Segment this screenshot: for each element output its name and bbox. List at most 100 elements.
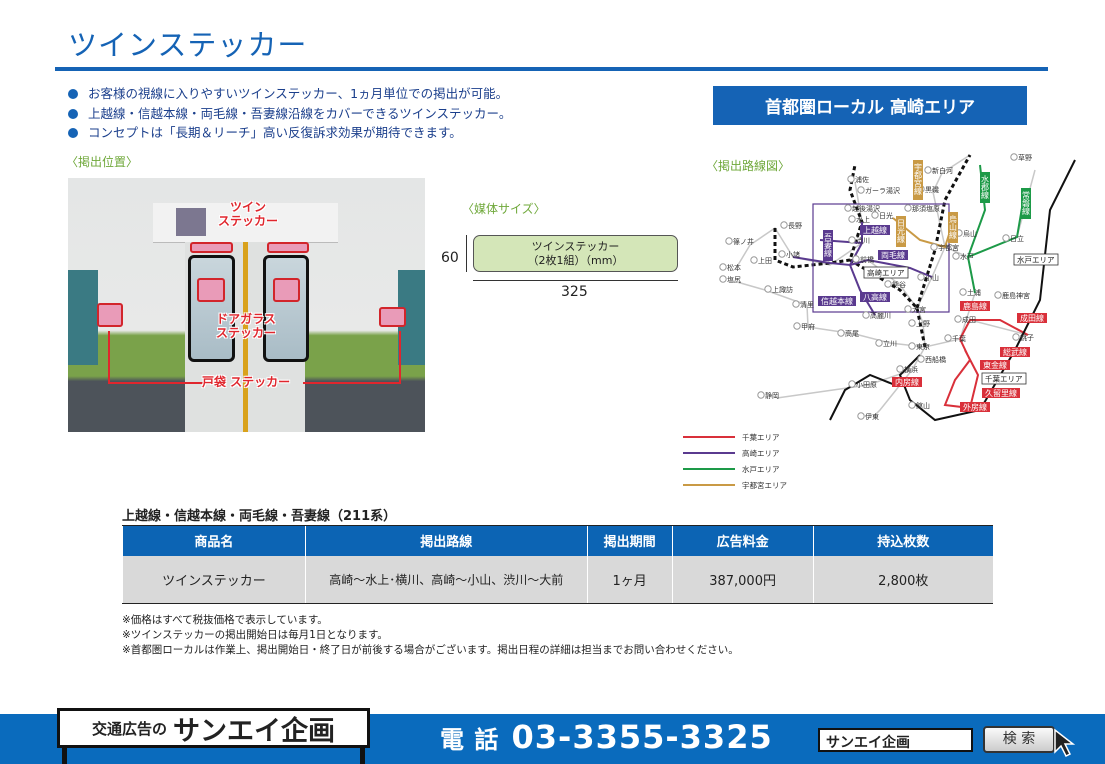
table-title: 上越線・信越本線・両毛線・吾妻線（211系） [122, 509, 397, 524]
pointer-line [303, 382, 401, 384]
station-label: 日光 [879, 211, 893, 220]
bullet-item: お客様の視線に入りやすいツインステッカー、1ヵ月単位での掲出が可能。 [68, 83, 508, 102]
twin-sticker-left [190, 242, 233, 253]
size-box-line1: ツインステッカー [531, 240, 620, 253]
station-label: 塩尻 [727, 275, 741, 284]
station-marker [837, 329, 845, 337]
company-logo[interactable]: 交通広告の サンエイ企画 [57, 708, 370, 748]
station-label: 越後湯沢 [852, 204, 880, 213]
logo-prefix: 交通広告の [91, 719, 167, 738]
station-marker [944, 334, 952, 342]
station-label: 新白河 [932, 166, 953, 175]
station-label: 清里 [800, 300, 814, 309]
station-marker [847, 175, 855, 183]
pricing-table: 商品名 掲出路線 掲出期間 広告料金 持込枚数 ツインステッカー 高崎～水上･横… [122, 525, 993, 604]
station-marker [793, 322, 801, 330]
line-badge-label: 常磐線 [1022, 191, 1031, 215]
station-marker [959, 288, 967, 296]
width-dimension: 325 [561, 284, 588, 300]
twin-sticker-right [267, 242, 309, 253]
station-marker [904, 204, 912, 212]
bullet-text: コンセプトは「長期＆リーチ」高い反復訴求効果が期待できます。 [88, 125, 462, 140]
line-badge-label: 日光線 [897, 219, 906, 243]
station-label: 日立 [1010, 234, 1024, 243]
monitor [176, 208, 206, 236]
bullet-text: 上越線・信越本線・両毛線・吾妻線沿線をカバーできるツインステッカー。 [88, 106, 512, 121]
legend-label: 高崎エリア [742, 448, 780, 458]
station-marker [848, 236, 856, 244]
station-label: 立川 [883, 339, 897, 348]
area-label: 水戸エリア [1017, 255, 1055, 265]
line-badge-label: 久留里線 [985, 388, 1017, 398]
area-label: 千葉エリア [985, 374, 1023, 384]
station-label: ガーラ湯沢 [865, 186, 900, 195]
line-badge-label: 鹿島線 [963, 301, 987, 311]
station-marker [908, 342, 916, 350]
station-label: 伊東 [865, 412, 879, 421]
sign-leg [62, 746, 67, 764]
line-badge [913, 160, 923, 200]
line-badge [896, 216, 906, 247]
station-marker [764, 285, 772, 293]
area-box [981, 372, 1027, 385]
station-marker [904, 305, 912, 313]
left-window [68, 270, 98, 365]
line-badge-label: 八高線 [863, 292, 887, 302]
station-label: 松本 [727, 263, 741, 272]
station-label: 篠ノ井 [733, 237, 754, 246]
station-label: 黒磯 [925, 185, 939, 194]
line-badge [980, 172, 990, 203]
cursor-icon [1054, 728, 1076, 758]
cell-period: 1ヶ月 [586, 555, 673, 604]
station-marker [750, 256, 758, 264]
bullet-icon [68, 89, 78, 99]
note: ※首都圏ローカルは作業上、掲出開始日・終了日が前後する場合がございます。掲出日程… [122, 644, 739, 656]
cell-price: 387,000円 [671, 555, 814, 604]
area-box [1013, 253, 1059, 266]
station-label: 東京 [916, 342, 930, 351]
station-label: 成田 [962, 315, 976, 324]
legend-label: 千葉エリア [742, 432, 780, 442]
station-marker [792, 300, 800, 308]
line-badge-label: 両毛線 [881, 250, 905, 260]
station-marker [757, 391, 765, 399]
station-label: 高尾 [845, 329, 859, 338]
bullet-icon [68, 109, 78, 119]
station-label: 浦佐 [855, 175, 869, 184]
col-header: 掲出期間 [586, 525, 673, 556]
logo-name: サンエイ企画 [173, 715, 335, 747]
station-label: 上野 [916, 319, 930, 328]
line-badge-label: 外房線 [963, 402, 987, 412]
station-marker [862, 311, 870, 319]
station-label: 西船橋 [925, 355, 946, 364]
station-label: 長野 [788, 222, 802, 230]
station-marker [917, 355, 925, 363]
station-marker [857, 412, 865, 420]
station-label: 小山 [925, 273, 939, 282]
line-badge [860, 292, 890, 302]
search-input[interactable]: サンエイ企画 [818, 728, 973, 752]
height-dimension-line [466, 235, 467, 272]
line-badge [960, 402, 990, 412]
station-label: 館山 [916, 401, 930, 410]
line-badge [860, 225, 890, 235]
line-badge-label: 東金線 [983, 360, 1007, 370]
door-window-left [188, 255, 235, 362]
search-button[interactable]: 検 索 [983, 726, 1055, 753]
line-badge [818, 296, 856, 306]
area-box [863, 266, 909, 279]
title-divider [55, 67, 1048, 71]
legend-label: 宇都宮エリア [742, 480, 787, 490]
station-label: 高麗川 [870, 311, 891, 320]
area-label: 高崎エリア [867, 268, 905, 278]
pointer-line [399, 331, 401, 383]
height-dimension: 60 [441, 250, 459, 266]
station-label: 烏山 [963, 229, 977, 238]
line-badge [1017, 313, 1047, 323]
station-label: 宇都宮 [938, 243, 959, 252]
station-marker [725, 237, 733, 245]
media-size-box: ツインステッカー （2枚1組）（mm） [473, 235, 678, 272]
door-glass-sticker-left [197, 278, 225, 302]
line-badge [892, 377, 922, 387]
station-label: 水戸 [960, 252, 974, 261]
